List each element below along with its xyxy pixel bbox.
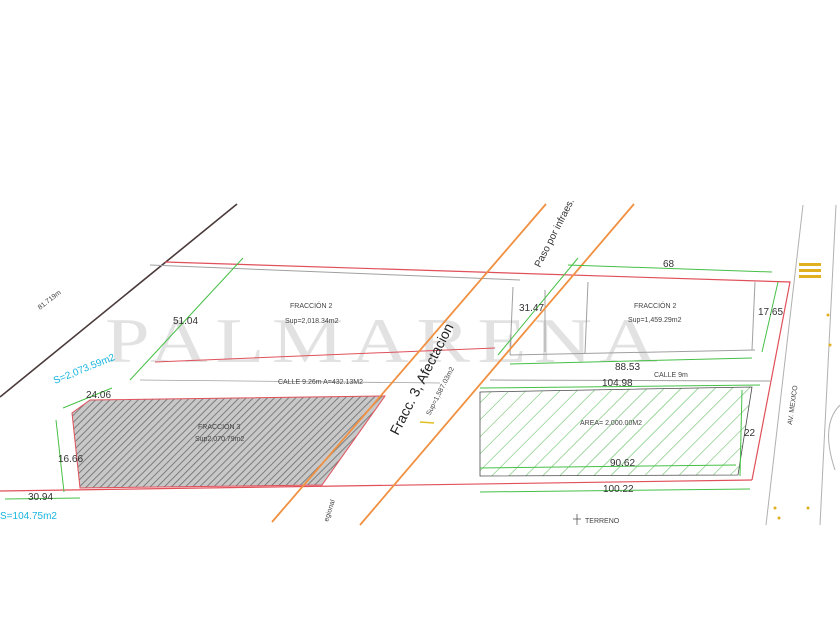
fraccion-3-area: Sup2,070.79m2 [195, 436, 245, 443]
watermark: PALMARENA [105, 305, 665, 376]
dim-104-98: 104.98 [602, 378, 633, 389]
dim-100-22: 100.22 [603, 484, 634, 495]
calle-left-line [139, 379, 441, 384]
dark-boundary-line [0, 203, 238, 398]
dimension-lines [4, 257, 779, 500]
av-mexico-label: AV. MEXICO [787, 384, 800, 425]
terreno-label: TERRENO [585, 518, 620, 525]
avenue-lines [765, 204, 840, 526]
dim-31-47: 31.47 [519, 303, 544, 314]
area-right-label: AREA= 2,000.00M2 [580, 420, 642, 427]
dim-51-04: 51.04 [173, 316, 198, 327]
fraccion-2-right-title: FRACCIÓN 2 [634, 301, 677, 310]
dim-68: 68 [663, 259, 675, 270]
red-boundary-bottom [0, 479, 753, 492]
dim-17-65: 17.65 [758, 307, 783, 318]
dim-16-66: 16.66 [58, 454, 83, 465]
yellow-marker [419, 421, 435, 424]
red-boundary-mid [154, 347, 496, 363]
paso-infraes-label: Paso por infraes. [533, 197, 577, 269]
gray-top-line [149, 264, 521, 281]
fraccion-2-left-area: Sup=2,018.34m2 [285, 318, 339, 325]
dim-24-06: 24.06 [86, 390, 111, 401]
area-bottom-left: S=104.75m2 [0, 511, 57, 522]
regional-label: egional [323, 499, 337, 523]
fraccion-3-area [71, 395, 386, 489]
calle-9m-label: CALLE 9m [654, 372, 688, 379]
green-area [479, 386, 753, 477]
orange-line-2 [359, 203, 635, 526]
dim-88-53: 88.53 [615, 362, 640, 373]
avenue-markers [773, 263, 832, 520]
dim-81-719: 81.719m [37, 289, 63, 311]
orange-line-1 [271, 203, 547, 523]
dim-22: 22 [744, 428, 756, 439]
calle-top-label: CALLE 9.26m A=432.13M2 [278, 379, 363, 386]
fraccion-2-right-area: Sup=1,459.29m2 [628, 317, 682, 324]
dim-90-62: 90.62 [610, 458, 635, 469]
fraccion-3-title: FRACCIÓN 3 [198, 422, 241, 431]
fraccion-2-left-title: FRACCIÓN 2 [290, 301, 333, 310]
dim-30-94: 30.94 [28, 492, 53, 503]
calle-right-top [489, 379, 771, 382]
right-parcel-lines [509, 281, 756, 356]
red-boundary-top [164, 261, 791, 481]
